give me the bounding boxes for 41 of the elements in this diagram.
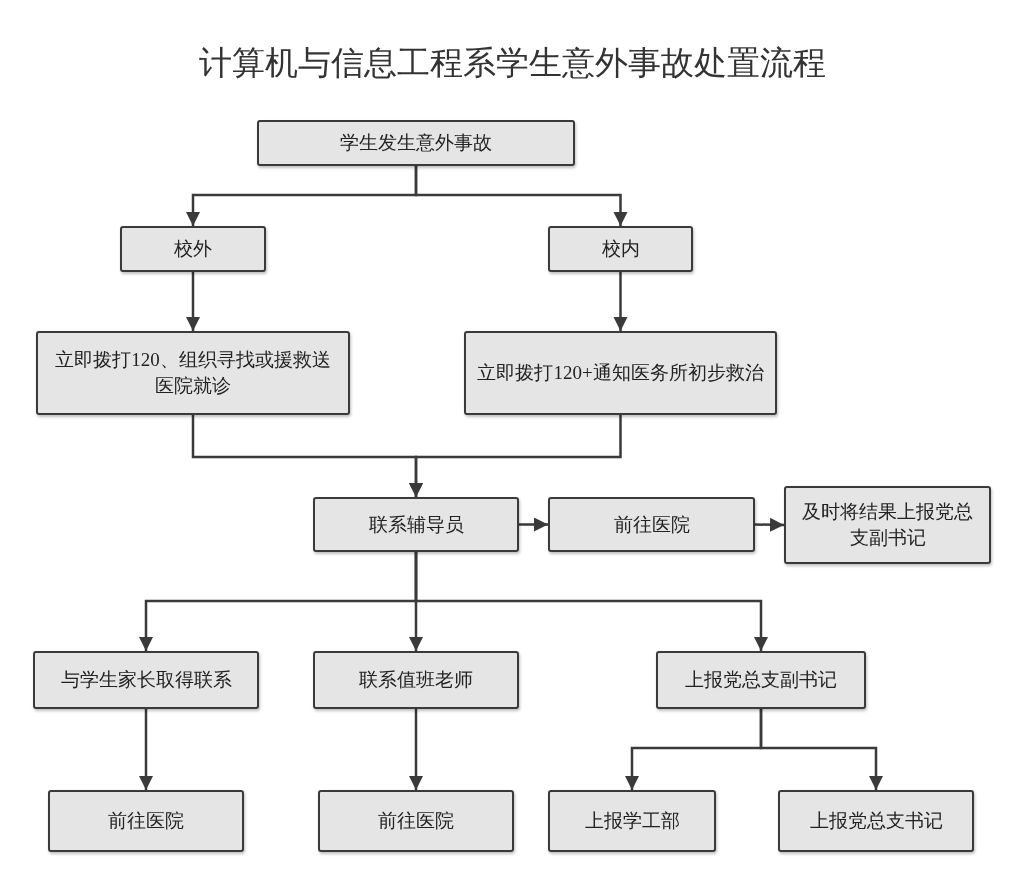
arrow [139, 709, 153, 790]
box-text: 联系值班老师 [359, 668, 473, 692]
process-box [48, 790, 244, 852]
process-box [313, 497, 519, 552]
arrow [519, 517, 548, 532]
process-box [778, 790, 974, 852]
arrow [409, 415, 622, 497]
box-text: 上报党总支书记 [809, 809, 943, 833]
box-text: 校内 [601, 237, 640, 261]
process-box [33, 651, 259, 709]
box-text: 前往医院 [108, 809, 184, 833]
arrow [613, 272, 628, 331]
arrow [186, 272, 200, 331]
box-text: 立即拨打120、组织寻找或援救送医院就诊 [54, 348, 332, 398]
process-box [464, 331, 777, 415]
process-box [120, 226, 266, 272]
process-box [784, 486, 991, 564]
process-box [656, 651, 866, 709]
box-text: 立即拨打120+通知医务所初步救治 [477, 361, 764, 385]
process-box [313, 651, 519, 709]
arrow [409, 709, 423, 790]
box-text: 学生发生意外事故 [340, 131, 492, 155]
process-box [548, 790, 716, 852]
box-text: 前往医院 [378, 809, 454, 833]
process-box [548, 226, 693, 272]
process-box [257, 120, 575, 166]
process-box [318, 790, 514, 852]
box-text: 上报党总支副书记 [685, 668, 837, 692]
box-text: 前往医院 [613, 512, 690, 537]
box-text: 联系辅导员 [368, 512, 464, 537]
arrow [754, 517, 785, 532]
arrow [414, 166, 628, 226]
process-box [36, 331, 350, 415]
box-text: 上报学工部 [584, 809, 680, 833]
box-text: 与学生家长取得联系 [60, 668, 232, 692]
title: 计算机与信息工程系学生意外事故处置流程 [197, 43, 827, 83]
arrow [414, 552, 768, 651]
box-text: 及时将结果上报党总支副书记 [801, 500, 974, 550]
box-text: 校外 [174, 237, 212, 261]
arrow [759, 709, 883, 790]
process-box [548, 497, 755, 552]
